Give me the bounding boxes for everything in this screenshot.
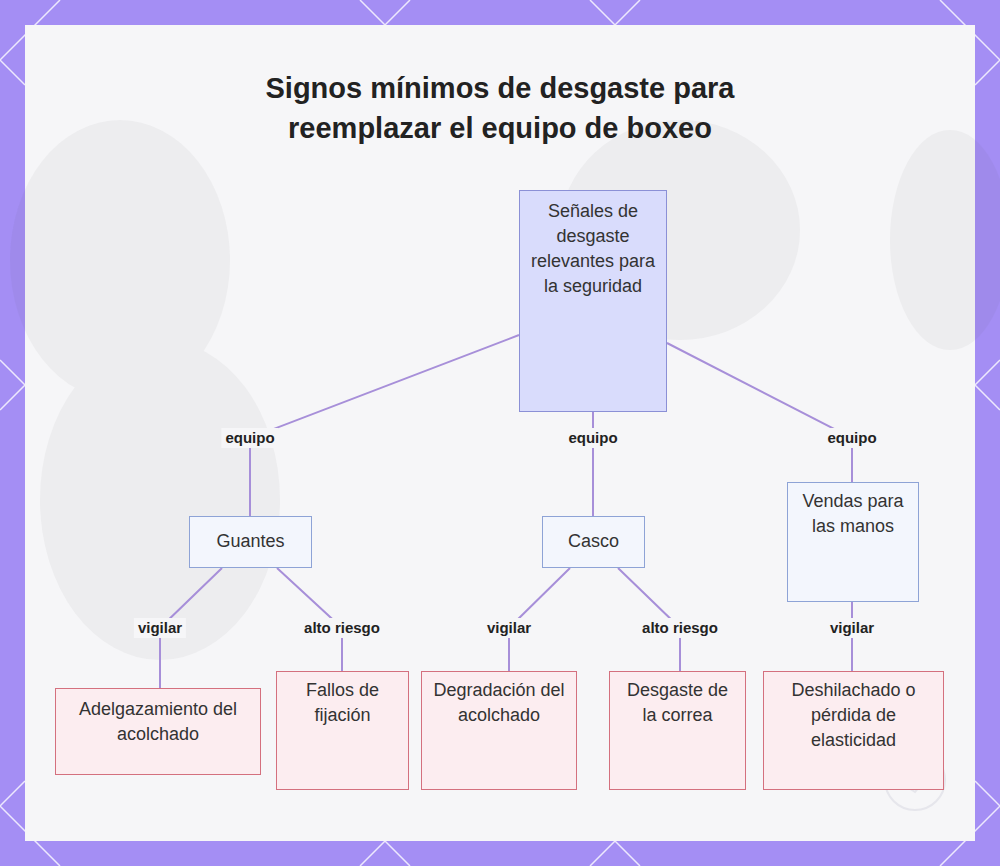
- connector: [250, 335, 519, 516]
- edge-label: equipo: [564, 428, 621, 448]
- node-label: Guantes: [216, 529, 284, 554]
- connector: [667, 343, 852, 482]
- node-label: Deshilachado o pérdida de elasticidad: [774, 678, 933, 753]
- faded-illustration: [10, 120, 1000, 660]
- edge-label: equipo: [823, 428, 880, 448]
- wear-sign-box: Fallos de fijación: [276, 671, 409, 790]
- corner-line: [360, 841, 640, 866]
- edge-label: alto riesgo: [300, 618, 384, 638]
- edge-label: equipo: [221, 428, 278, 448]
- edge-label: vigilar: [483, 618, 535, 638]
- equipment-box: Guantes: [189, 516, 312, 568]
- edge-label: vigilar: [826, 618, 878, 638]
- wear-sign-box: Adelgazamiento del acolchado: [55, 688, 261, 775]
- edge-label: alto riesgo: [638, 618, 722, 638]
- node-label: Fallos de fijación: [287, 678, 398, 728]
- node-label: Vendas para las manos: [798, 489, 908, 539]
- faded-shape: [40, 340, 280, 660]
- node-label: Casco: [568, 529, 619, 554]
- wear-sign-box: Degradación del acolchado: [421, 671, 577, 790]
- edge-label: vigilar: [134, 618, 186, 638]
- node-label: Señales de desgaste relevantes para la s…: [530, 199, 656, 299]
- corner-line: [360, 0, 640, 25]
- wear-sign-box: Deshilachado o pérdida de elasticidad: [763, 671, 944, 790]
- node-label: Adelgazamiento del acolchado: [66, 697, 250, 747]
- node-label: Desgaste de la correa: [620, 678, 735, 728]
- wear-sign-box: Desgaste de la correa: [609, 671, 746, 790]
- node-label: Degradación del acolchado: [432, 678, 566, 728]
- faded-shape: [890, 130, 1000, 350]
- equipment-box: Casco: [542, 516, 645, 568]
- equipment-box: Vendas para las manos: [787, 482, 919, 602]
- root-box: Señales de desgaste relevantes para la s…: [519, 190, 667, 412]
- diagram-title: Signos mínimos de desgaste para reemplaz…: [215, 68, 785, 148]
